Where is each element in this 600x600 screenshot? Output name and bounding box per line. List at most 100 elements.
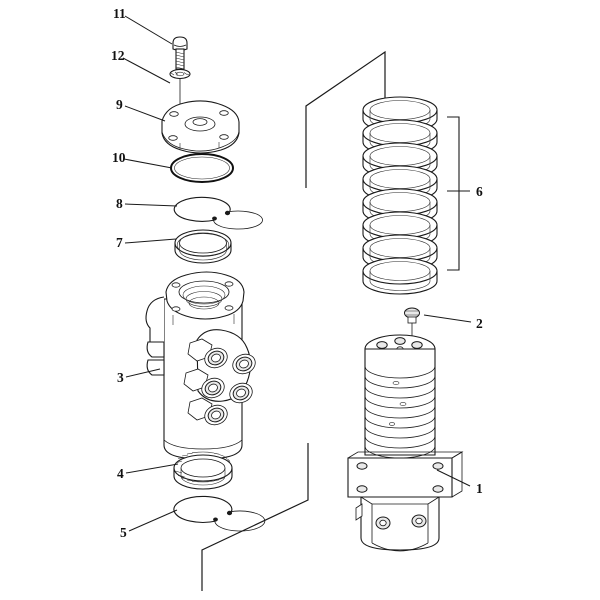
leader-3 [125, 368, 161, 378]
assembly-barrel [364, 348, 436, 456]
leader-11 [124, 15, 173, 45]
leader-9 [124, 105, 166, 122]
assembly-groove-marks [389, 381, 407, 426]
part-1-swivel-joint-assembly [347, 334, 464, 552]
cover-plate-top-edge [161, 130, 240, 152]
part-6-seal-ring-set [362, 96, 460, 295]
plug-bolt-head [404, 307, 420, 319]
leader-10 [123, 158, 173, 169]
plug-bolt-collar [407, 316, 417, 324]
assembly-bottom-edge [371, 542, 429, 552]
manifold-left-boss-lower [146, 359, 165, 376]
callout-number-4: 4 [117, 466, 124, 481]
port-4 [229, 382, 253, 404]
cap-screw-head-line [173, 44, 187, 47]
snap-ring-lug-left [212, 216, 217, 221]
callout-number-7: 7 [116, 235, 123, 250]
manifold-bottom-edge [163, 439, 243, 450]
snap-ring-inner-arc [213, 210, 263, 230]
part-8-snap-ring [173, 196, 263, 230]
manifold-bore-outer [178, 280, 230, 304]
callout-leader-lines [122, 15, 472, 532]
assembly-flange-side-chamfer [451, 451, 463, 498]
bearing-ring-mid-groove [176, 233, 230, 257]
port-5 [204, 404, 228, 426]
callout-number-8: 8 [116, 196, 123, 211]
o-ring-inner [174, 156, 230, 180]
leader-5 [128, 509, 178, 532]
manifold-ports [201, 347, 256, 426]
part-7-bearing-ring [174, 229, 232, 264]
seal-ring-8 [362, 257, 438, 295]
callout-number-9: 9 [116, 97, 123, 112]
bearing-ring-bore-wall [179, 243, 227, 261]
assembly-flange-bolt-holes [356, 462, 444, 493]
part-3-manifold-body [145, 271, 256, 460]
lock-washer-serrations [170, 71, 190, 76]
assembly-lower-manifold [360, 496, 440, 551]
part-11-cap-screw [172, 36, 188, 70]
port-1 [204, 347, 228, 369]
callout-number-10: 10 [112, 150, 126, 165]
wear-ring-bore-wall [180, 468, 226, 486]
callout-number-3: 3 [117, 370, 124, 385]
cap-screw-threads [175, 51, 185, 70]
manifold-flange-hole-1 [171, 282, 181, 288]
manifold-flange-hole-2 [224, 281, 234, 287]
retaining-ring-lug-right [226, 510, 233, 516]
cover-bolt-hole-2 [219, 110, 229, 116]
callout-numbers: 11 12 9 10 8 7 3 4 5 6 2 1 [111, 6, 483, 540]
callout-number-2: 2 [476, 316, 483, 331]
leader-2 [423, 314, 472, 323]
port-3 [201, 377, 225, 399]
callout-number-11: 11 [113, 6, 126, 21]
retaining-ring-outer-arc [173, 495, 233, 523]
leader-1 [436, 469, 471, 487]
manifold-bore-step-3 [188, 296, 220, 310]
callout-number-6: 6 [476, 184, 483, 199]
bearing-ring-wall [174, 243, 232, 264]
seal-set-bracket [447, 116, 460, 271]
leader-8 [124, 203, 178, 207]
leader-7 [124, 238, 177, 244]
cover-plate-center-hole [192, 118, 208, 126]
assembly-lower-side-boss [355, 503, 363, 521]
wear-ring-wall [173, 468, 233, 490]
lock-washer-bore [175, 71, 185, 77]
part-4-wear-ring [173, 451, 233, 490]
lock-washer-outer [169, 68, 191, 80]
port-2 [232, 353, 256, 375]
callout-number-5: 5 [120, 525, 127, 540]
cover-bolt-hole-4 [219, 134, 229, 140]
manifold-flange-hole-4 [224, 305, 234, 311]
reference-lines [201, 50, 386, 591]
part-2-plug-bolt [404, 307, 420, 342]
snap-ring-outer-arc [173, 196, 231, 222]
callout-number-12: 12 [111, 48, 125, 63]
part-5-retaining-snap-ring [173, 495, 266, 532]
cover-plate-side-ribs [179, 142, 220, 149]
cover-bolt-hole-1 [169, 111, 179, 117]
lower-assembly-reference-line [201, 443, 309, 591]
leader-12 [122, 57, 171, 84]
wear-ring-bore [180, 458, 226, 478]
part-9-top-cover-plate [161, 100, 240, 154]
leader-4 [125, 463, 179, 474]
manifold-bore-step-1 [182, 285, 226, 305]
wear-ring-knurl-teeth [175, 451, 231, 483]
retaining-ring-inner-arc [214, 510, 266, 532]
retaining-ring-lug-left [213, 517, 218, 522]
manifold-flange-ribs [172, 314, 235, 325]
manifold-bore-step-2 [185, 291, 223, 307]
manifold-left-boss-upper [146, 341, 165, 358]
part-12-lock-washer [169, 68, 191, 80]
assembly-lower-ports [375, 514, 427, 530]
callout-number-1: 1 [476, 481, 483, 496]
snap-ring-lug-right [224, 210, 231, 216]
plug-bolt-head-knurl [405, 310, 419, 316]
manifold-flange-hole-3 [171, 306, 181, 312]
cover-bolt-hole-3 [168, 135, 178, 141]
